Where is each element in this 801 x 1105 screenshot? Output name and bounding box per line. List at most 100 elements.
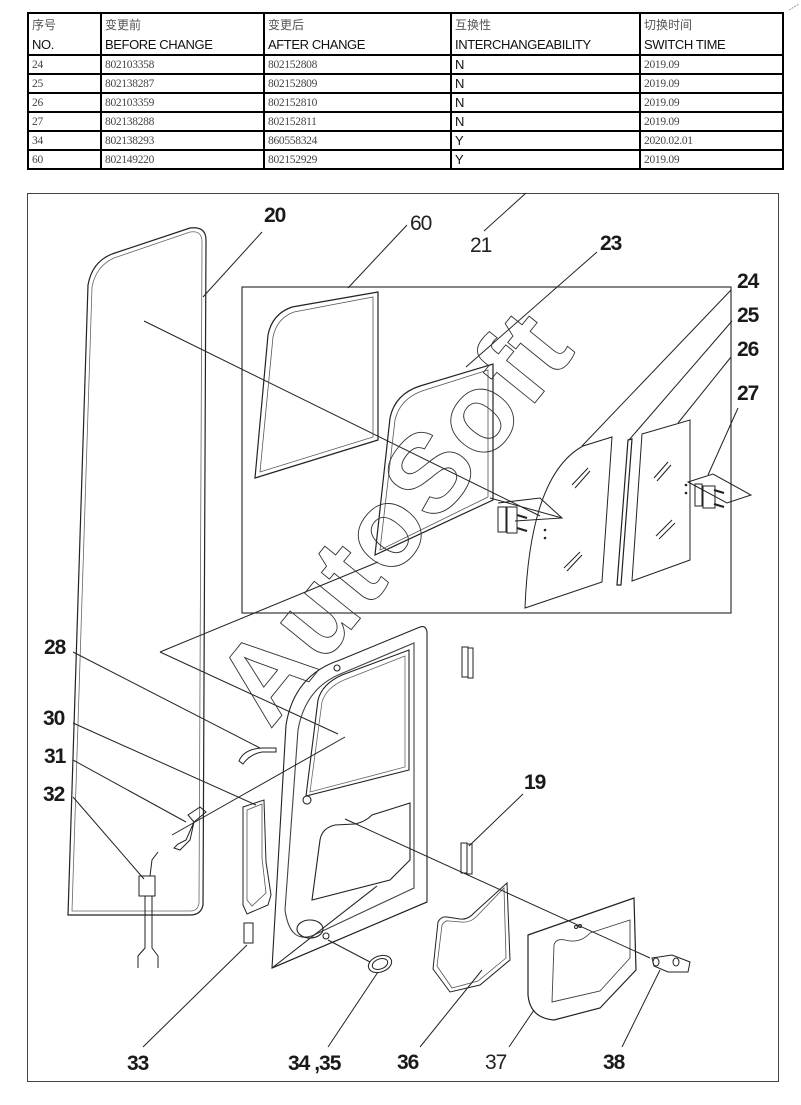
callout-34-35: 34 ,35 bbox=[288, 1052, 342, 1075]
leader-line-25 bbox=[628, 320, 733, 441]
cell-no: 27 bbox=[27, 112, 102, 132]
door-axis-line-lower bbox=[159, 651, 339, 735]
header-before-change: BEFORE CHANGE bbox=[100, 35, 265, 56]
part-34-35-handle-cup bbox=[367, 954, 393, 974]
callout-24: 24 bbox=[737, 270, 760, 293]
callout-36: 36 bbox=[397, 1051, 419, 1074]
leader-line-door bbox=[171, 736, 346, 836]
part-25-glass-strip bbox=[616, 438, 633, 586]
door-axis-line-upper bbox=[159, 561, 379, 653]
table-row: 60 802149220 802152929 Y 2019.09 bbox=[27, 150, 784, 170]
part-door-panel bbox=[271, 626, 428, 969]
axis-line-34 bbox=[327, 939, 371, 963]
header-switch-time-cn: 切换时间 bbox=[639, 12, 784, 35]
leader-line-26 bbox=[677, 356, 732, 424]
part-24-curved-glass bbox=[524, 436, 613, 609]
part-26-flat-glass bbox=[631, 419, 691, 582]
leader-line-33 bbox=[142, 944, 248, 1048]
callout-26: 26 bbox=[737, 338, 759, 361]
cell-after-change: 802152929 bbox=[263, 150, 452, 170]
callout-32: 32 bbox=[43, 783, 65, 806]
callout-21: 21 bbox=[470, 234, 492, 257]
cell-interchangeability: N bbox=[450, 93, 641, 113]
leader-line-31 bbox=[72, 759, 187, 823]
cell-no: 34 bbox=[27, 131, 102, 151]
cell-before-change: 802103358 bbox=[100, 55, 265, 75]
cell-interchangeability: N bbox=[450, 74, 641, 94]
table-header-row-chinese: 序号 变更前 变更后 互换性 切换时间 bbox=[27, 12, 784, 35]
part-change-table: 序号 变更前 变更后 互换性 切换时间 NO. BEFORE CHANGE AF… bbox=[27, 12, 784, 170]
table-row: 25 802138287 802152809 N 2019.09 bbox=[27, 74, 784, 94]
part-27-hinge-bracket bbox=[686, 473, 753, 509]
callout-33: 33 bbox=[127, 1052, 149, 1075]
callout-27: 27 bbox=[737, 382, 759, 405]
header-after-change: AFTER CHANGE bbox=[263, 35, 452, 56]
callout-31: 31 bbox=[44, 745, 67, 768]
cell-interchangeability: N bbox=[450, 55, 641, 75]
cell-after-change: 802152811 bbox=[263, 112, 452, 132]
header-before-cn: 变更前 bbox=[100, 12, 265, 35]
callout-30: 30 bbox=[43, 707, 65, 730]
watermark-text: AutoSoft bbox=[192, 287, 597, 745]
leader-line-38 bbox=[621, 969, 661, 1048]
leader-line-28 bbox=[72, 651, 261, 749]
axis-line-23 bbox=[489, 497, 563, 519]
cell-switch-time: 2019.09 bbox=[639, 55, 784, 75]
cell-after-change: 802152809 bbox=[263, 74, 452, 94]
leader-line-32 bbox=[72, 796, 145, 880]
cell-interchangeability: Y bbox=[450, 131, 641, 151]
part-32-door-latch bbox=[137, 851, 159, 968]
cell-interchangeability: Y bbox=[450, 150, 641, 170]
part-19-hinge bbox=[460, 646, 474, 875]
part-23-window-seal bbox=[374, 363, 494, 556]
cell-switch-time: 2019.09 bbox=[639, 150, 784, 170]
part-33-bracket bbox=[243, 922, 254, 944]
table-row: 24 802103358 802152808 N 2019.09 bbox=[27, 55, 784, 75]
leader-line-60 bbox=[347, 224, 408, 289]
header-interchangeability-cn: 互换性 bbox=[450, 12, 641, 35]
part-31-lock-lever bbox=[173, 806, 207, 851]
cell-before-change: 802138293 bbox=[100, 131, 265, 151]
part-20-glass-seal bbox=[67, 227, 207, 916]
subassembly-box-60 bbox=[241, 286, 732, 614]
cell-switch-time: 2019.09 bbox=[639, 112, 784, 132]
table-header-row-english: NO. BEFORE CHANGE AFTER CHANGE INTERCHAN… bbox=[27, 35, 784, 56]
axis-line-20 bbox=[143, 320, 541, 517]
part-upper-window-frame bbox=[254, 291, 379, 479]
leader-line-21 bbox=[483, 192, 527, 232]
axis-line-37 bbox=[344, 818, 651, 959]
leader-line-34-35 bbox=[327, 971, 379, 1048]
cell-no: 60 bbox=[27, 150, 102, 170]
cell-interchangeability: N bbox=[450, 112, 641, 132]
callout-38: 38 bbox=[603, 1051, 626, 1074]
part-28-handle bbox=[238, 747, 277, 765]
leader-line-19 bbox=[468, 793, 524, 847]
part-36-lower-seal bbox=[432, 881, 511, 993]
leader-line-37 bbox=[508, 1009, 535, 1048]
cell-switch-time: 2019.09 bbox=[639, 93, 784, 113]
cell-before-change: 802149220 bbox=[100, 150, 265, 170]
cell-before-change: 802138287 bbox=[100, 74, 265, 94]
header-after-cn: 变更后 bbox=[263, 12, 452, 35]
cell-no: 25 bbox=[27, 74, 102, 94]
callout-37: 37 bbox=[485, 1051, 507, 1074]
leader-line-23 bbox=[465, 251, 598, 368]
header-no-cn: 序号 bbox=[27, 12, 102, 35]
cell-after-change: 860558324 bbox=[263, 131, 452, 151]
table-row: 26 802103359 802152810 N 2019.09 bbox=[27, 93, 784, 113]
callout-23: 23 bbox=[600, 232, 622, 255]
leader-line-27 bbox=[707, 407, 739, 476]
cell-after-change: 802152810 bbox=[263, 93, 452, 113]
part-37-lower-panel bbox=[527, 897, 637, 1021]
cell-no: 26 bbox=[27, 93, 102, 113]
cell-before-change: 802138288 bbox=[100, 112, 265, 132]
callout-20: 20 bbox=[264, 204, 286, 227]
callout-25: 25 bbox=[737, 304, 760, 327]
table-row: 34 802138293 860558324 Y 2020.02.01 bbox=[27, 131, 784, 151]
leader-line-36 bbox=[419, 969, 483, 1048]
leader-line-30 bbox=[72, 722, 257, 806]
cell-switch-time: 2020.02.01 bbox=[639, 131, 784, 151]
cell-switch-time: 2019.09 bbox=[639, 74, 784, 94]
table-row: 27 802138288 802152811 N 2019.09 bbox=[27, 112, 784, 132]
